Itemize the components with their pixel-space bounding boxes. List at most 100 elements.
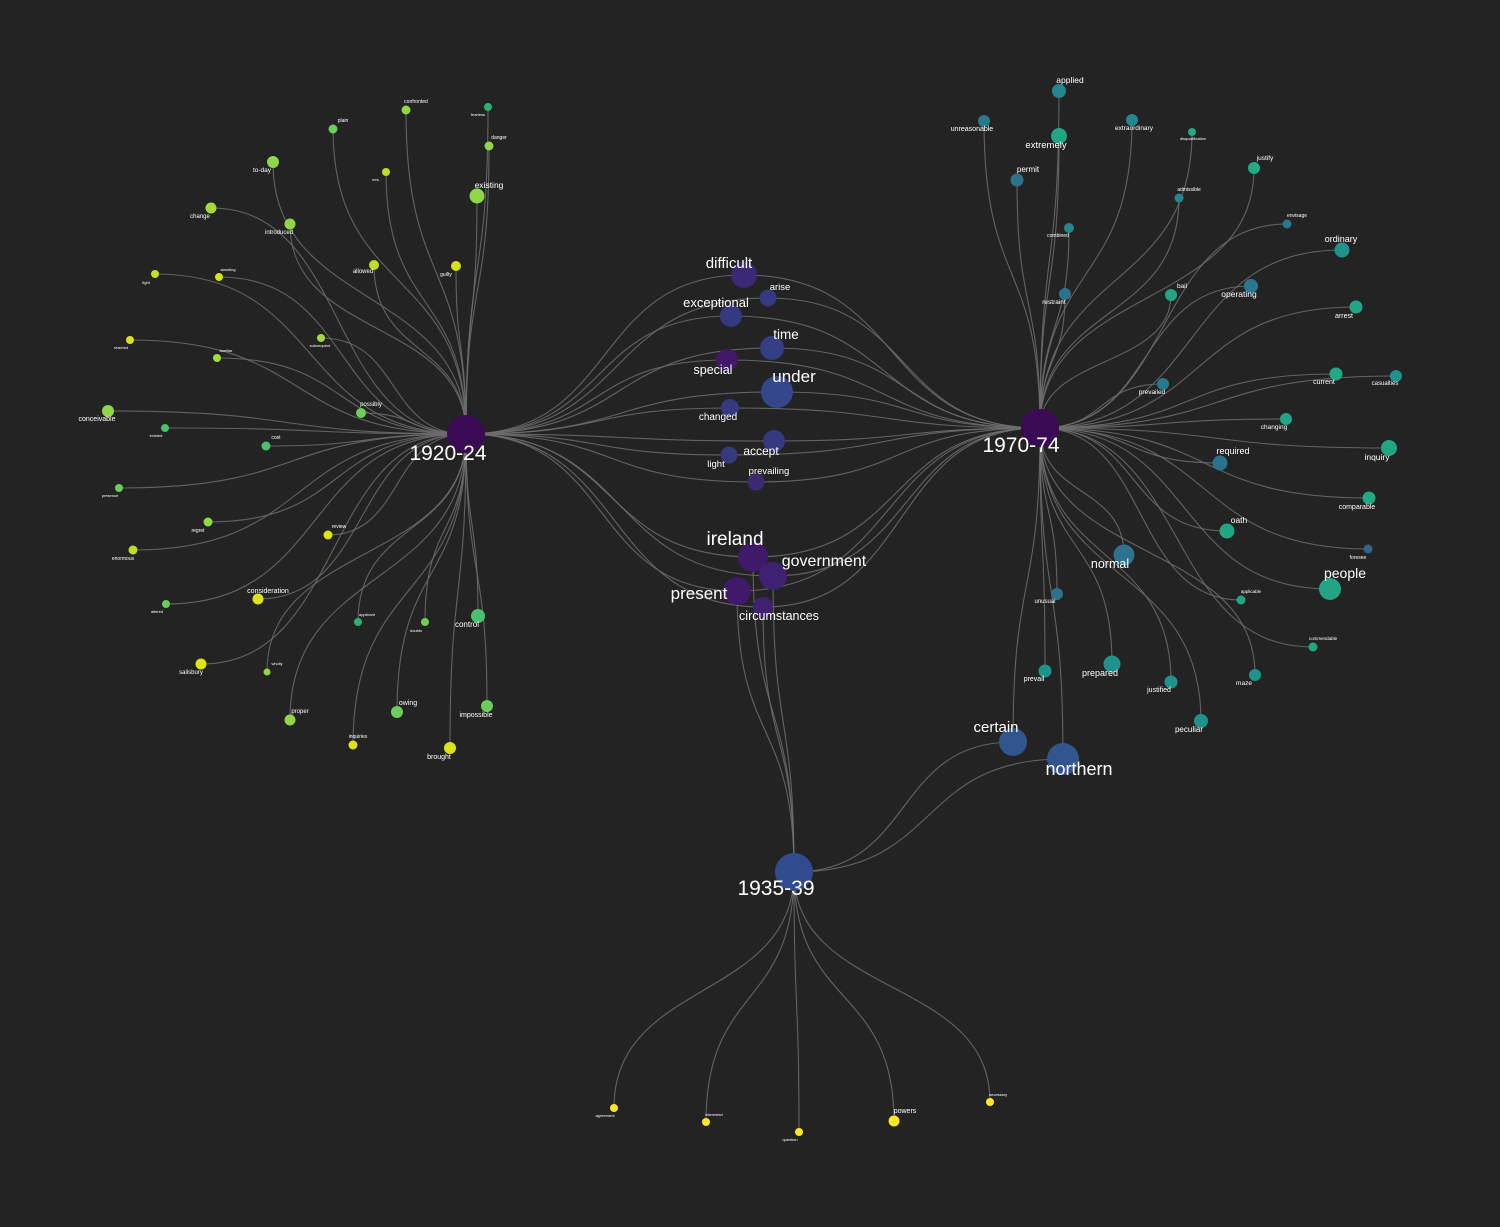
node-existing[interactable] — [469, 188, 485, 204]
edge-1920-24-owing — [396, 433, 467, 713]
node-ordinary[interactable] — [1334, 242, 1350, 258]
node-interested[interactable] — [702, 1118, 710, 1126]
node-oath[interactable] — [1219, 523, 1235, 539]
node-current[interactable] — [1329, 367, 1343, 381]
node-prevailing[interactable] — [747, 473, 765, 491]
node-applied[interactable] — [1052, 84, 1066, 98]
node-salisbury[interactable] — [195, 658, 207, 670]
node-necessary[interactable] — [986, 1098, 994, 1106]
node-combined[interactable] — [1064, 223, 1074, 233]
node-envisage[interactable] — [1282, 219, 1292, 229]
node-introduced[interactable] — [284, 218, 296, 230]
node-allowed[interactable] — [369, 260, 379, 270]
node-consideration[interactable] — [252, 593, 264, 605]
node-fight[interactable] — [151, 270, 159, 278]
node-justify[interactable] — [1248, 162, 1260, 174]
node-wholly[interactable] — [263, 668, 271, 676]
node-change[interactable] — [205, 202, 217, 214]
node-changed[interactable] — [721, 399, 739, 417]
node-disqualification[interactable] — [1188, 128, 1196, 136]
node-conceivable[interactable] — [102, 405, 114, 417]
node-government[interactable] — [759, 562, 787, 590]
node-review[interactable] — [323, 530, 333, 540]
node-exceptional[interactable] — [720, 305, 742, 327]
node-unreasonable[interactable] — [978, 115, 990, 127]
node-fearless[interactable] — [484, 103, 492, 111]
node-proper[interactable] — [284, 714, 296, 726]
node-subsequent[interactable] — [317, 334, 325, 342]
node-prevailed[interactable] — [1157, 378, 1169, 390]
node-powers[interactable] — [888, 1115, 900, 1127]
node-brought[interactable] — [444, 742, 456, 754]
node-possibly[interactable] — [356, 408, 366, 418]
node-to-day[interactable] — [267, 156, 279, 168]
node-under[interactable] — [761, 376, 793, 408]
hub-node-1970-74[interactable] — [1021, 409, 1059, 447]
node-altered[interactable] — [162, 600, 170, 608]
node-commendable[interactable] — [1308, 642, 1318, 652]
node-danger[interactable] — [484, 141, 494, 151]
node-comparable[interactable] — [1362, 491, 1376, 505]
node-difficult[interactable] — [731, 262, 757, 288]
node-people[interactable] — [1319, 578, 1341, 600]
node-regret[interactable] — [203, 517, 213, 527]
node-confronted[interactable] — [401, 105, 411, 115]
node-impossible[interactable] — [481, 700, 493, 712]
node-northern[interactable] — [1047, 743, 1079, 775]
node-applicant[interactable] — [354, 618, 362, 626]
node-owing[interactable] — [391, 706, 403, 718]
node-justified[interactable] — [1164, 675, 1178, 689]
node-cost[interactable] — [261, 441, 271, 451]
node-enormous[interactable] — [128, 545, 138, 555]
node-permit[interactable] — [1010, 173, 1024, 187]
node-arise[interactable] — [759, 289, 777, 307]
node-prevail[interactable] — [1038, 664, 1052, 678]
node-peculiar[interactable] — [1194, 714, 1208, 728]
hub-node-1935-39[interactable] — [775, 853, 813, 891]
edge-1920-24-existing — [465, 195, 478, 435]
node-label-special: special — [694, 363, 733, 377]
node-present[interactable] — [723, 577, 751, 605]
node-normal[interactable] — [1113, 544, 1135, 566]
node-extraordinary[interactable] — [1126, 114, 1138, 126]
node-special[interactable] — [716, 349, 738, 371]
node-arrest[interactable] — [1349, 300, 1363, 314]
node-ireland[interactable] — [738, 542, 768, 572]
node-bail[interactable] — [1165, 289, 1177, 301]
node-circumstances[interactable] — [753, 597, 773, 617]
node-accept[interactable] — [763, 430, 785, 452]
node-operating[interactable] — [1244, 279, 1258, 293]
edge-1920-24-enormous — [132, 433, 467, 551]
node-light[interactable] — [720, 446, 738, 464]
node-agreement[interactable] — [610, 1104, 618, 1112]
node-doubts[interactable] — [421, 618, 429, 626]
node-inquiry[interactable] — [1381, 440, 1397, 456]
node-casualties[interactable] — [1390, 370, 1402, 382]
node-control[interactable] — [471, 609, 485, 623]
node-extremely[interactable] — [1051, 128, 1067, 144]
node-question[interactable] — [795, 1128, 803, 1136]
node-maze[interactable] — [1249, 669, 1261, 681]
node-required[interactable] — [1212, 455, 1228, 471]
hub-node-1920-24[interactable] — [447, 415, 485, 453]
node-time[interactable] — [760, 336, 784, 360]
node-familiar[interactable] — [213, 354, 221, 362]
node-label-salisbury: salisbury — [179, 670, 203, 676]
node-reached[interactable] — [126, 336, 134, 344]
node-changing[interactable] — [1280, 413, 1292, 425]
node-existed[interactable] — [161, 424, 169, 432]
node-restraint[interactable] — [1059, 288, 1071, 300]
node-foresee[interactable] — [1363, 544, 1373, 554]
node-applicable[interactable] — [1236, 595, 1246, 605]
node-certain[interactable] — [999, 728, 1027, 756]
node-admissible[interactable] — [1174, 193, 1184, 203]
node-presence[interactable] — [115, 484, 123, 492]
node-guilty[interactable] — [451, 261, 461, 271]
edge-1970-74-ordinary — [1039, 249, 1343, 429]
node-standing[interactable] — [215, 273, 223, 281]
node-mrs[interactable] — [382, 168, 390, 176]
node-plain[interactable] — [328, 124, 338, 134]
node-inquiries[interactable] — [348, 740, 358, 750]
node-unusual[interactable] — [1051, 588, 1063, 600]
node-prepared[interactable] — [1103, 655, 1121, 673]
